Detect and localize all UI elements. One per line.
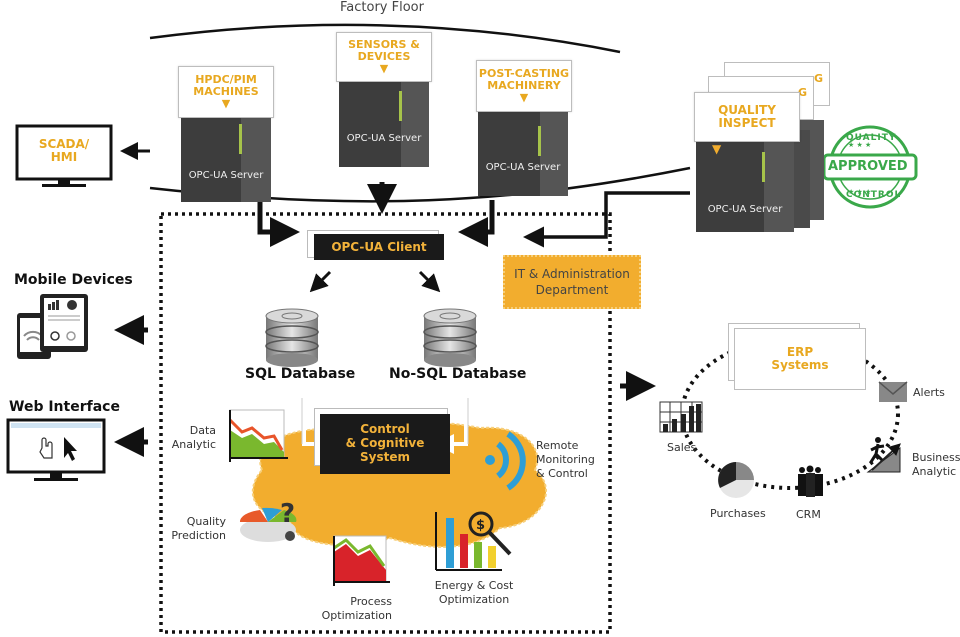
quality-label-line1: QUALITY <box>718 102 776 117</box>
it-zone-boundary <box>159 212 612 634</box>
server-label: OPC-UA Server <box>188 170 264 181</box>
scada-label-line2: HMI <box>50 150 78 165</box>
svg-text:?: ? <box>280 499 295 529</box>
arrow-postcasting-to-client <box>458 200 495 247</box>
scada-monitor-icon <box>15 124 113 187</box>
arrow-client-to-sql <box>309 270 332 293</box>
control-system-box: Control & Cognitive System <box>320 414 450 474</box>
postcasting-label-box: POST-CASTING MACHINERY ▼ <box>476 60 572 112</box>
factory-floor-top-curve <box>149 23 621 54</box>
erp-node-business-analytic: Business Analytic <box>912 451 960 478</box>
nosql-database-label: No-SQL Database <box>389 366 527 382</box>
svg-text:★ ★ ★: ★ ★ ★ <box>848 188 871 196</box>
sensors-server: OPC-UA Server <box>339 75 429 167</box>
control-system-line2: & Cognitive <box>345 436 425 451</box>
erp-node-purchases: Purchases <box>710 507 766 520</box>
server-label: OPC-UA Server <box>346 133 422 144</box>
control-system-line1: Control <box>360 422 410 437</box>
web-interface-title: Web Interface <box>9 399 120 415</box>
server-label: OPC-UA Server <box>485 162 561 173</box>
postcasting-label-line1: POST-CASTING <box>478 66 570 80</box>
business-analytic-icon <box>866 437 901 473</box>
process-optimization-chart-icon <box>333 535 390 586</box>
energy-cost-chart-icon: $ <box>435 511 512 571</box>
erp-node-alerts: Alerts <box>913 386 945 399</box>
quality-approved-stamp-icon: ★ ★ ★ ★ ★ ★ <box>822 125 918 209</box>
quality-label-box: QUALITY INSPECT <box>694 92 800 142</box>
arrow-client-to-nosql <box>418 270 441 293</box>
quality-label-line2: INSPECT <box>718 116 776 130</box>
crm-people-icon <box>798 465 823 497</box>
remote-monitoring-label: Remote Monitoring & Control <box>536 439 595 480</box>
sensors-label-box: SENSORS & DEVICES ▼ <box>336 32 432 82</box>
sql-database-label: SQL Database <box>245 366 356 382</box>
it-department-box: IT & Administration Department <box>503 255 641 309</box>
scada-label-line1: SCADA/ <box>38 137 90 151</box>
sql-database-icon <box>265 308 319 367</box>
data-analytic-label: Data Analytic <box>171 424 216 451</box>
postcasting-server: OPC-UA Server <box>478 110 568 196</box>
postcasting-label-line2: MACHINERY <box>487 78 561 92</box>
arrow-hpdc-to-client <box>257 200 300 247</box>
sales-chart-icon <box>659 401 703 433</box>
erp-node-crm: CRM <box>796 508 821 521</box>
stack-hint: G <box>813 72 823 85</box>
erp-title-line2: Systems <box>771 358 829 372</box>
down-arrow-icon: ▼ <box>221 97 231 111</box>
opcua-client-label: OPC-UA Client <box>331 240 427 254</box>
stamp-top-text: QUALITY <box>846 133 897 143</box>
purchases-pie-icon <box>718 462 754 498</box>
control-system-line3: System <box>360 449 410 464</box>
down-arrow-icon: ▼ <box>519 91 529 105</box>
web-interface-monitor-icon <box>6 418 106 481</box>
opcua-client-box: OPC-UA Client <box>314 234 444 260</box>
quality-prediction-pie-icon: ? <box>239 499 297 542</box>
erp-box: ERP Systems <box>734 328 866 390</box>
erp-node-sales: Sales <box>667 441 697 454</box>
factory-floor-title: Factory Floor <box>340 0 424 15</box>
stamp-center-text: APPROVED <box>828 159 908 174</box>
quality-server: OPC-UA Server <box>696 140 794 232</box>
scada-label: SCADA/ HMI <box>17 137 111 165</box>
nosql-database-icon <box>423 308 477 367</box>
sensors-label-line2: DEVICES <box>357 49 411 63</box>
it-department-line1: IT & Administration <box>514 266 630 281</box>
it-department-line2: Department <box>535 283 609 297</box>
hpdc-label-line1: HPDC/PIM <box>195 72 257 86</box>
mobile-devices-title: Mobile Devices <box>14 272 133 288</box>
stack-hint: G <box>797 86 807 99</box>
down-arrow-icon: ▼ <box>379 62 389 76</box>
quality-prediction-label: Quality Prediction <box>171 515 226 542</box>
down-arrow-icon: ▼ <box>712 142 722 156</box>
arrow-quality-to-client <box>523 191 690 248</box>
hpdc-server: OPC-UA Server <box>181 108 271 202</box>
data-analytic-chart-icon <box>228 409 288 462</box>
hpdc-label-line2: MACHINES <box>193 84 259 98</box>
process-optimization-label: Process Optimization <box>321 595 392 622</box>
alerts-envelope-icon <box>878 381 908 402</box>
energy-cost-label: Energy & Cost Optimization <box>434 579 514 606</box>
mobile-devices-icon <box>17 294 88 359</box>
stamp-bottom-text: CONTROL <box>846 190 902 200</box>
svg-text:$: $ <box>476 518 485 533</box>
erp-title-line1: ERP <box>786 344 814 359</box>
remote-monitoring-icon <box>485 431 526 491</box>
svg-text:★ ★ ★: ★ ★ ★ <box>848 141 871 149</box>
hpdc-label-box: HPDC/PIM MACHINES ▼ <box>178 66 274 118</box>
sensors-label-line1: SENSORS & <box>348 37 420 51</box>
server-label: OPC-UA Server <box>707 204 783 215</box>
